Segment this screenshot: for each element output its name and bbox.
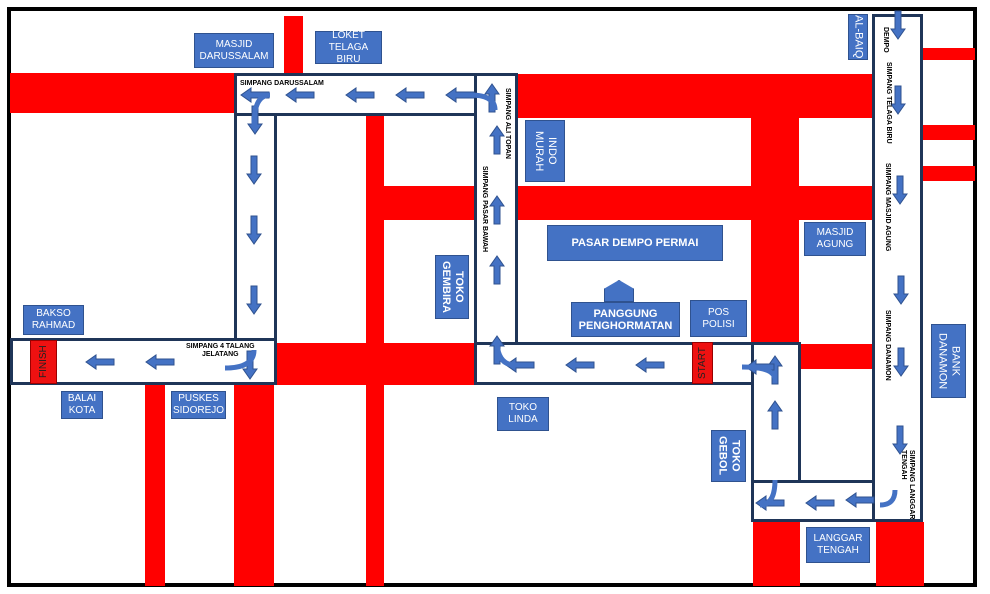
route-arrow-down	[893, 275, 909, 305]
street-simpang-darussalam: SIMPANG DARUSSALAM	[240, 80, 324, 87]
toko-gembira-label: TOKO GEMBIRA	[435, 255, 469, 319]
route-arrow-left	[635, 357, 665, 373]
toko-linda-label: TOKO LINDA	[497, 397, 549, 431]
route-arrow-down	[893, 347, 909, 377]
indo-murah-label: INDO MURAH	[525, 120, 565, 182]
route-arrow-down	[892, 425, 908, 455]
route-arrow-up	[489, 125, 505, 155]
route-arrow-left	[395, 87, 425, 103]
route-arrow-up	[767, 400, 783, 430]
route-arrow-left	[805, 495, 835, 511]
puskes-sidorejo-label: PUSKES SIDOREJO	[171, 391, 226, 419]
street-dempo: DEMPO	[882, 27, 889, 53]
route-corner-curve	[251, 92, 271, 126]
route-arrow-up	[489, 255, 505, 285]
toko-gebol-label: TOKO GEBOL	[711, 430, 746, 482]
road-right-stub-2	[923, 125, 975, 140]
route-arrow-down	[892, 175, 908, 205]
street-simpang-4-talang-jelatang: SIMPANG 4 TALANG JELATANG	[186, 343, 255, 358]
route-arrow-left	[845, 492, 875, 508]
road-lower-horizontal	[275, 343, 475, 385]
balai-kota-label: BALAI KOTA	[61, 391, 103, 419]
pasar-dempo-permai-label: PASAR DEMPO PERMAI	[547, 225, 723, 261]
route-arrow-down	[242, 350, 258, 380]
route-corner-curve	[759, 479, 778, 508]
panggung-penghormatan-label: PANGGUNG PENGHORMATAN	[571, 302, 680, 337]
route-corner-curve	[224, 349, 257, 371]
finish-marker: FINISH	[30, 340, 57, 384]
route-arrow-left	[505, 357, 535, 373]
road-middle-horizontal	[518, 186, 872, 220]
road-right-vertical	[751, 74, 799, 342]
route-corner-curve	[469, 92, 498, 111]
street-simpang-telaga-biru: SIMPANG TELAGA BIRU	[885, 62, 892, 144]
road-bottom-right-vertical-b	[876, 522, 924, 586]
panggung-roof-icon	[604, 280, 634, 302]
street-simpang-ali-topan: SIMPANG ALI TOPAN	[504, 88, 511, 159]
road-right-stub-3	[923, 166, 975, 181]
route-arrow-left	[85, 354, 115, 370]
road-left-middle-horizontal	[383, 186, 475, 220]
route-arrow-down	[246, 215, 262, 245]
bakso-rahmad-label: BAKSO RAHMAD	[23, 305, 84, 335]
start-marker: START	[692, 342, 713, 384]
route-arrow-down	[890, 10, 906, 40]
road-bottom-vertical	[234, 385, 274, 586]
road-bottom-left-vertical	[145, 385, 165, 586]
masjid-darussalam-label: MASJID DARUSSALAM	[194, 33, 274, 68]
route-arrow-up	[489, 195, 505, 225]
street-simpang-langgar-tengah: SIMPANG LANGGAR TENGAH	[900, 450, 915, 520]
street-simpang-danamon: SIMPANG DANAMON	[884, 310, 891, 381]
route-corner-curve	[741, 364, 778, 381]
route-arrow-left	[565, 357, 595, 373]
route-arrow-left	[445, 87, 475, 103]
road-top-right-horizontal	[518, 74, 872, 118]
route-arrow-down	[890, 85, 906, 115]
road-top-left-horizontal	[10, 73, 236, 113]
road-top-loket-vertical	[284, 16, 303, 74]
road-right-stub-1	[923, 48, 975, 60]
route-arrow-down	[246, 285, 262, 315]
al-baiq-label: AL-BAIQ	[848, 14, 868, 60]
masjid-agung-label: MASJID AGUNG	[804, 222, 866, 256]
pos-polisi-label: POS POLISI	[690, 300, 747, 337]
route-arrow-left	[285, 87, 315, 103]
road-danamon-horizontal	[799, 344, 872, 369]
route-arrow-left	[145, 354, 175, 370]
street-simpang-masjid-agung: SIMPANG MASJID AGUNG	[884, 163, 891, 252]
street-simpang-pasar-bawah: SIMPANG PASAR BAWAH	[481, 166, 488, 253]
route-arrow-left	[240, 87, 270, 103]
loket-telaga-biru-label: LOKET TELAGA BIRU	[315, 30, 382, 65]
route-corner-curve	[494, 339, 516, 368]
route-pasar-vertical	[474, 73, 518, 385]
route-corner-curve	[879, 489, 898, 508]
langgar-tengah-label: LANGGAR TENGAH	[806, 527, 870, 563]
route-arrow-down	[246, 155, 262, 185]
bank-danamon-label: BANK DANAMON	[931, 324, 966, 398]
route-arrow-left	[345, 87, 375, 103]
road-bottom-right-vertical-a	[753, 522, 800, 586]
